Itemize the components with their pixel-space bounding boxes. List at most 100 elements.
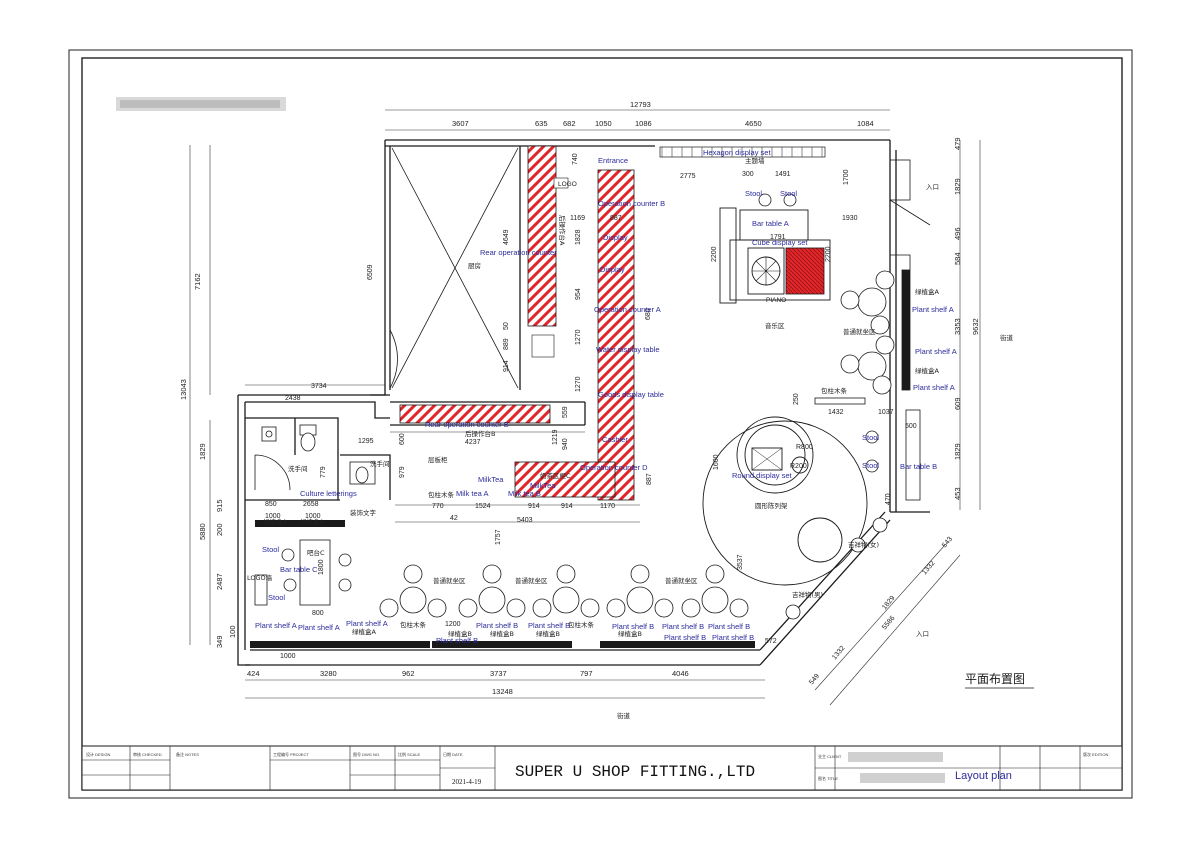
svg-text:914: 914: [561, 503, 573, 510]
svg-text:5403: 5403: [517, 517, 533, 524]
svg-text:1332: 1332: [921, 560, 936, 577]
svg-text:绿植盒A: 绿植盒A: [915, 366, 940, 375]
svg-text:普通就坐区: 普通就坐区: [515, 576, 548, 585]
svg-text:1332: 1332: [831, 645, 846, 662]
svg-text:1930: 1930: [842, 215, 858, 222]
svg-text:2438: 2438: [285, 395, 301, 402]
label-bar-table-c: Bar table C: [280, 565, 318, 574]
page-title: 平面布置图: [965, 672, 1025, 686]
svg-text:3537: 3537: [737, 554, 744, 570]
svg-text:包柱木条: 包柱木条: [568, 620, 595, 629]
svg-text:绿植盒A: 绿植盒A: [300, 517, 325, 526]
svg-text:954: 954: [575, 288, 582, 300]
svg-text:装饰文字: 装饰文字: [350, 508, 377, 517]
svg-text:主题墙: 主题墙: [745, 156, 765, 165]
svg-text:800: 800: [312, 610, 324, 617]
svg-text:1524: 1524: [475, 503, 491, 510]
svg-text:13043: 13043: [179, 379, 188, 400]
svg-text:496: 496: [953, 227, 962, 240]
svg-text:吧台C: 吧台C: [307, 548, 325, 557]
label-entrance: Entrance: [598, 156, 628, 165]
svg-text:1800: 1800: [318, 559, 325, 575]
label-plant-shelf-a-3: Plant shelf A: [913, 383, 955, 392]
svg-text:普通就坐区: 普通就坐区: [665, 576, 698, 585]
svg-text:吉祥物(女): 吉祥物(女): [848, 540, 879, 549]
svg-text:4650: 4650: [745, 119, 762, 128]
svg-text:1000: 1000: [305, 513, 321, 520]
label-plant-shelf-a-6: Plant shelf A: [346, 619, 388, 628]
svg-text:1791: 1791: [770, 234, 786, 241]
label-goods-display: Goods display table: [598, 390, 664, 399]
svg-text:1169: 1169: [570, 215, 585, 222]
svg-text:1084: 1084: [857, 119, 874, 128]
svg-text:绿植盒A: 绿植盒A: [263, 517, 288, 526]
milktea-counter: [514, 461, 616, 498]
label-stool-right-1: Stool: [862, 433, 879, 442]
svg-text:业主 CLIENT: 业主 CLIENT: [818, 753, 842, 759]
svg-text:797: 797: [580, 669, 593, 678]
svg-text:绿植盒B: 绿植盒B: [536, 629, 560, 638]
svg-text:3280: 3280: [320, 669, 337, 678]
svg-text:包柱木条: 包柱木条: [400, 620, 427, 629]
svg-text:洗手间: 洗手间: [370, 459, 390, 468]
label-culture: Culture letterings: [300, 489, 357, 498]
operation-counter: [597, 169, 635, 501]
svg-text:1270: 1270: [575, 329, 582, 345]
cn-labels: 厨房 洗手间 洗手间 普通就坐区 普通就坐区 普通就坐区 普通就坐区 绿植盒A …: [247, 156, 1014, 720]
round-display-set: [702, 416, 868, 586]
piano-area: [719, 207, 831, 304]
svg-text:备注 NOTES: 备注 NOTES: [176, 751, 199, 757]
logo-icon: [553, 177, 569, 189]
label-round-display: Round display set: [732, 471, 793, 480]
bar-stools-top: [758, 193, 797, 207]
svg-text:200: 200: [215, 523, 224, 536]
svg-text:街道: 街道: [617, 711, 631, 720]
svg-text:779: 779: [320, 466, 327, 478]
svg-text:图名 TITLE: 图名 TITLE: [818, 775, 838, 781]
svg-text:940: 940: [562, 438, 569, 450]
label-plant-shelf-b-5: Plant shelf B: [708, 622, 750, 631]
svg-text:LOGO墙: LOGO墙: [247, 573, 273, 582]
label-plant-shelf-b-1: Plant shelf B: [476, 621, 518, 630]
svg-text:100: 100: [228, 625, 237, 638]
svg-text:绿植盒B: 绿植盒B: [448, 629, 472, 638]
svg-text:5880: 5880: [198, 523, 207, 540]
label-milktea-b: Milk tea B: [508, 489, 541, 498]
plant-shelves-bottom: [250, 520, 755, 648]
svg-text:3607: 3607: [452, 119, 469, 128]
title-block: 设计 DESIGN 审核 CHECKED 工程编号 PROJECT 图号 DWG…: [81, 745, 1123, 791]
svg-text:600: 600: [399, 433, 406, 445]
mascots: [785, 517, 888, 620]
svg-text:入口: 入口: [916, 630, 929, 638]
svg-text:680: 680: [645, 308, 652, 320]
kitchen-cross: [391, 147, 519, 389]
label-cube: Cube display set: [752, 238, 808, 247]
svg-text:453: 453: [953, 487, 962, 500]
entrance-door-top: [889, 159, 931, 270]
svg-text:绿植盒A: 绿植盒A: [915, 287, 940, 296]
svg-text:42: 42: [450, 515, 458, 522]
svg-text:包柱木条: 包柱木条: [821, 386, 848, 395]
svg-text:609: 609: [953, 397, 962, 410]
svg-text:绿植盒B: 绿植盒B: [490, 629, 514, 638]
svg-text:12793: 12793: [630, 100, 651, 109]
svg-text:图号 DWG NO.: 图号 DWG NO.: [353, 751, 380, 757]
label-plant-shelf-b-4: Plant shelf B: [662, 622, 704, 631]
rear-counter-b: [399, 404, 551, 424]
rear-operation-counter-a: [527, 145, 557, 327]
cube-red: [785, 247, 825, 295]
svg-text:日期 DATE: 日期 DATE: [443, 751, 463, 757]
svg-text:洗手间: 洗手间: [288, 464, 308, 473]
svg-text:2487: 2487: [215, 573, 224, 590]
svg-text:入口: 入口: [926, 183, 939, 191]
label-bar-table-a: Bar table A: [752, 219, 789, 228]
svg-text:962: 962: [402, 669, 415, 678]
svg-text:543: 543: [941, 536, 954, 550]
svg-text:层板柜: 层板柜: [428, 455, 448, 464]
label-hexagon: Hexagon display set: [703, 148, 771, 157]
label-cashier: Cashier: [602, 435, 628, 444]
svg-text:2200: 2200: [711, 246, 718, 262]
svg-text:比例 SCALE: 比例 SCALE: [398, 751, 421, 757]
svg-text:2658: 2658: [303, 501, 319, 508]
svg-text:3737: 3737: [490, 669, 507, 678]
